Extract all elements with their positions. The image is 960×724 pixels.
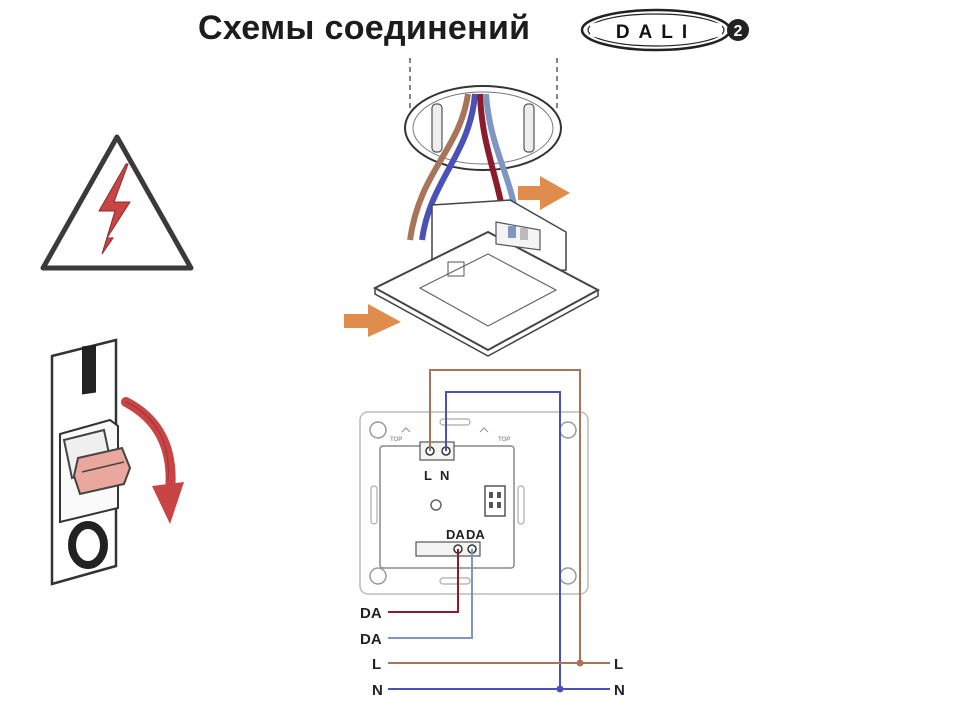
wire-label-da-1: DA [360, 605, 382, 622]
wire-label-l-left: L [372, 656, 381, 673]
wire-label-da-2: DA [360, 631, 382, 648]
top-mark-right: TOP [498, 437, 510, 443]
terminal-label-DA-1: DA [446, 527, 465, 542]
terminal-label-L: L [424, 468, 432, 483]
terminal-label-N: N [440, 468, 449, 483]
terminal-label-DA-2: DA [466, 527, 485, 542]
module-isometric [372, 199, 601, 357]
wire-label-n-left: N [372, 682, 383, 699]
wire-label-l-right: L [614, 656, 623, 673]
wiring-schematic [388, 369, 610, 693]
push-arrow-icon [344, 176, 570, 337]
wire-label-n-right: N [614, 682, 625, 699]
module-front: TOP TOP L N DA DA [359, 411, 589, 595]
warning-electric-icon [40, 134, 194, 271]
page-title: Схемы соединений [198, 9, 531, 47]
rotate-arrow-icon [121, 397, 184, 524]
top-mark-left: TOP [390, 437, 402, 443]
circuit-breaker-icon [50, 338, 132, 586]
